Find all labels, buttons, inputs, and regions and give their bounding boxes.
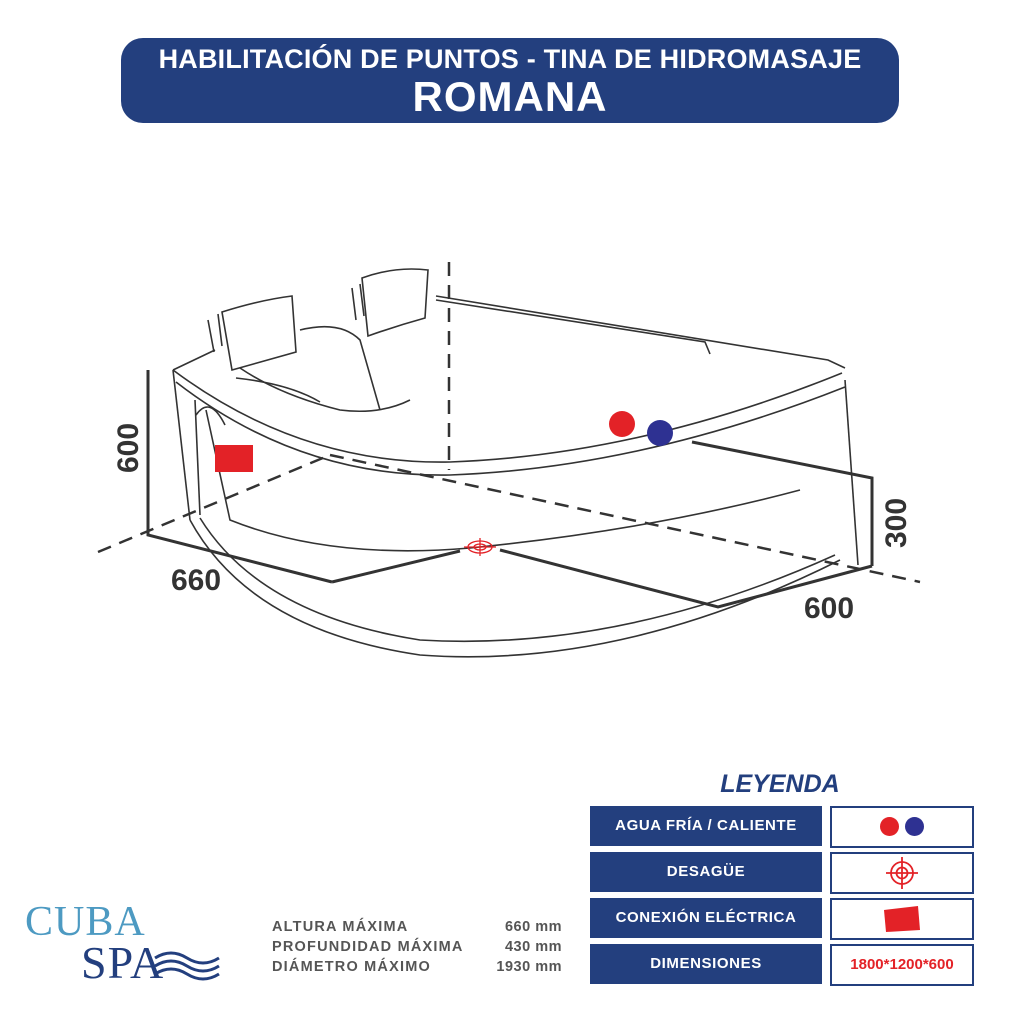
legend-row-drain: DESAGÜE	[590, 852, 974, 898]
cold-water-icon	[609, 411, 635, 437]
legend-symbol-drain	[830, 852, 974, 894]
cold-water-dot-icon	[880, 817, 899, 837]
legend-value-dimensions: 1800*1200*600	[830, 944, 974, 986]
specs-list: ALTURA MÁXIMA 660 mm PROFUNDIDAD MÁXIMA …	[272, 919, 562, 979]
headrests	[207, 268, 429, 413]
tub-rim-back	[435, 295, 846, 369]
legend-row-dimensions: DIMENSIONES 1800*1200*600	[590, 944, 974, 990]
tub-edge-back	[435, 299, 711, 355]
tub-rim-left	[172, 349, 216, 371]
cubaspa-logo: CUBA SPA	[25, 898, 220, 988]
legend-row-water: AGUA FRÍA / CALIENTE	[590, 806, 974, 852]
legend-symbol-electric	[830, 898, 974, 940]
hot-water-icon	[647, 420, 673, 446]
dim-height-depth	[146, 370, 333, 584]
electric-connection-icon	[215, 445, 253, 472]
headrest-left-bracket	[207, 313, 223, 353]
seat-backrest	[299, 325, 381, 411]
legend-row-electric: CONEXIÓN ELÉCTRICA	[590, 898, 974, 944]
legend-label-dimensions: DIMENSIONES	[590, 944, 822, 984]
tub-base	[189, 519, 841, 658]
hot-water-dot-icon	[905, 817, 924, 837]
spec-value: 1930 mm	[496, 959, 562, 975]
dim-width	[499, 548, 873, 609]
legend-table: AGUA FRÍA / CALIENTE DESAGÜE CONEXIÓN EL…	[590, 806, 974, 990]
spec-row: DIÁMETRO MÁXIMO 1930 mm	[272, 959, 562, 979]
floor-line-right	[329, 453, 921, 584]
title-line-1: HABILITACIÓN DE PUNTOS - TINA DE HIDROMA…	[158, 44, 862, 74]
title-banner: HABILITACIÓN DE PUNTOS - TINA DE HIDROMA…	[121, 38, 899, 123]
spec-value: 660 mm	[504, 919, 562, 935]
spec-label: PROFUNDIDAD MÁXIMA	[272, 939, 464, 955]
tub-front-left	[172, 369, 191, 521]
legend-title: LEYENDA	[720, 770, 840, 798]
tub-base-inner	[199, 517, 836, 643]
tub-panel-left	[194, 399, 201, 516]
headrest-left	[221, 295, 297, 372]
dim-drain-height	[691, 440, 874, 566]
logo-line-1: CUBA	[25, 899, 146, 945]
legend-label-drain: DESAGÜE	[590, 852, 822, 892]
electric-square-icon	[884, 905, 920, 932]
drain-icon	[464, 538, 496, 556]
headrest-right-bracket	[351, 283, 365, 321]
tub-outline	[172, 295, 859, 658]
spec-label: DIÁMETRO MÁXIMO	[272, 959, 431, 975]
headrest-right	[361, 268, 429, 338]
spec-row: PROFUNDIDAD MÁXIMA 430 mm	[272, 939, 562, 959]
label-depth: 660	[171, 564, 221, 597]
logo-wave-icon	[154, 951, 220, 981]
label-height: 600	[112, 423, 145, 473]
armrest-left	[235, 377, 321, 403]
reference-dashed-lines	[97, 262, 921, 584]
dimensions-value: 1800*1200*600	[850, 956, 954, 973]
title-line-2: ROMANA	[412, 73, 608, 120]
dimension-lines	[146, 370, 874, 609]
dim-depth-end	[331, 549, 461, 584]
seat-left	[239, 367, 411, 413]
spec-label: ALTURA MÁXIMA	[272, 919, 409, 935]
tub-panel-inner	[205, 409, 801, 552]
spec-row: ALTURA MÁXIMA 660 mm	[272, 919, 562, 939]
legend-label-water: AGUA FRÍA / CALIENTE	[590, 806, 822, 846]
label-drain-height: 300	[880, 498, 913, 548]
bathtub-diagram: 600 660 600 300	[97, 262, 921, 658]
drain-crosshair-icon	[886, 856, 918, 889]
spec-value: 430 mm	[504, 939, 562, 955]
tub-rim-front-inner	[175, 381, 846, 476]
floor-line-left	[97, 453, 331, 554]
tub-panel-window	[195, 406, 226, 426]
tub-rim-front	[172, 369, 843, 463]
legend-symbol-water	[830, 806, 974, 848]
legend-label-electric: CONEXIÓN ELÉCTRICA	[590, 898, 822, 938]
logo-line-2: SPA	[81, 937, 165, 988]
label-width: 600	[804, 592, 854, 625]
